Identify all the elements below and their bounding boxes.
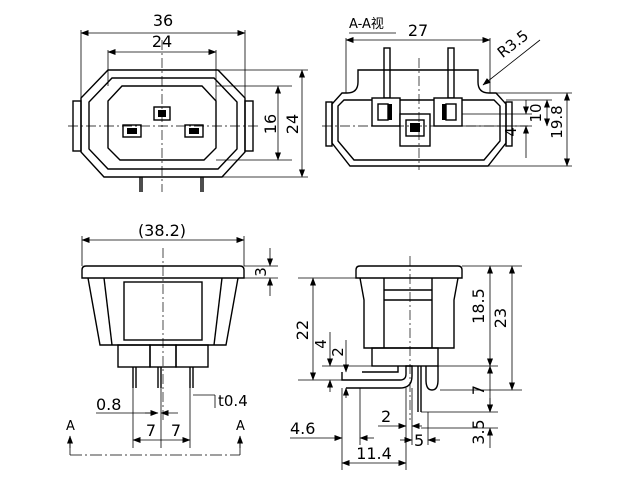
profile-view-bent-terminal — [341, 365, 413, 389]
section-view-inner-line — [337, 99, 501, 161]
profile-view-dim-11-4-label: 11.4 — [356, 444, 392, 463]
profile-view-body — [359, 277, 459, 349]
profile-view-dim-5-label: 5 — [414, 431, 424, 450]
profile-view-dim-7-label: 7 — [469, 385, 488, 395]
side-view: (38.2) 3 t0.4 0.8 7 7 A A — [66, 221, 278, 456]
side-view-flange-thickness-label: 3 — [252, 267, 270, 277]
section-view-width-label: 27 — [408, 21, 428, 40]
section-mark-left: A — [66, 419, 75, 434]
section-view-pin-left — [371, 97, 401, 127]
section-view-pin-earth — [399, 113, 431, 147]
profile-view: 22 4 2 18.5 23 7 3.5 4 — [290, 256, 522, 470]
section-view-pin-offset-label: 4 — [502, 127, 520, 137]
side-view-pitch-right-label: 7 — [171, 421, 181, 440]
side-view-flange — [81, 265, 245, 279]
profile-view-upright-terminal — [425, 366, 439, 391]
section-view-pin-right — [433, 97, 463, 127]
front-view-pin-line — [122, 124, 142, 138]
section-view-title: A-A视 — [349, 17, 384, 32]
section-view: A-A视 27 — [322, 17, 572, 170]
side-view-pitch-left-label: 7 — [146, 421, 156, 440]
profile-view-dim-2-vertical-label: 2 — [329, 347, 347, 357]
profile-view-height-18-5-label: 18.5 — [469, 288, 488, 324]
front-view-overall-width-label: 36 — [153, 11, 173, 30]
profile-view-dim-4-6-label: 4.6 — [290, 419, 315, 438]
front-view-overall-height-label: 24 — [283, 114, 302, 134]
side-view-pin-width-label: 0.8 — [96, 395, 121, 414]
section-view-height-a-label: 10 — [527, 103, 545, 122]
profile-view-dim-4-label: 4 — [312, 339, 330, 349]
front-view: 36 24 16 24 — [68, 11, 308, 192]
profile-view-dim-2-horizontal-label: 2 — [381, 407, 391, 426]
profile-view-height-22-label: 22 — [293, 320, 312, 340]
front-view-socket-cavity — [107, 85, 217, 161]
profile-view-height-23-label: 23 — [491, 308, 510, 328]
front-view-inner-height-label: 16 — [261, 114, 280, 134]
profile-view-flange — [355, 265, 463, 279]
front-view-pin-neutral — [184, 124, 204, 138]
section-mark-right: A — [236, 419, 245, 434]
section-view-height-b-label: 19.8 — [548, 105, 566, 138]
side-view-pin-thickness-label: t0.4 — [218, 392, 248, 410]
front-view-inner-width-label: 24 — [152, 32, 172, 51]
section-view-radius-label: R3.5 — [494, 26, 532, 61]
profile-view-dim-3-5-label: 3.5 — [469, 419, 488, 444]
side-view-overall-width-label: (38.2) — [138, 221, 186, 240]
front-view-flange-line — [88, 77, 238, 170]
